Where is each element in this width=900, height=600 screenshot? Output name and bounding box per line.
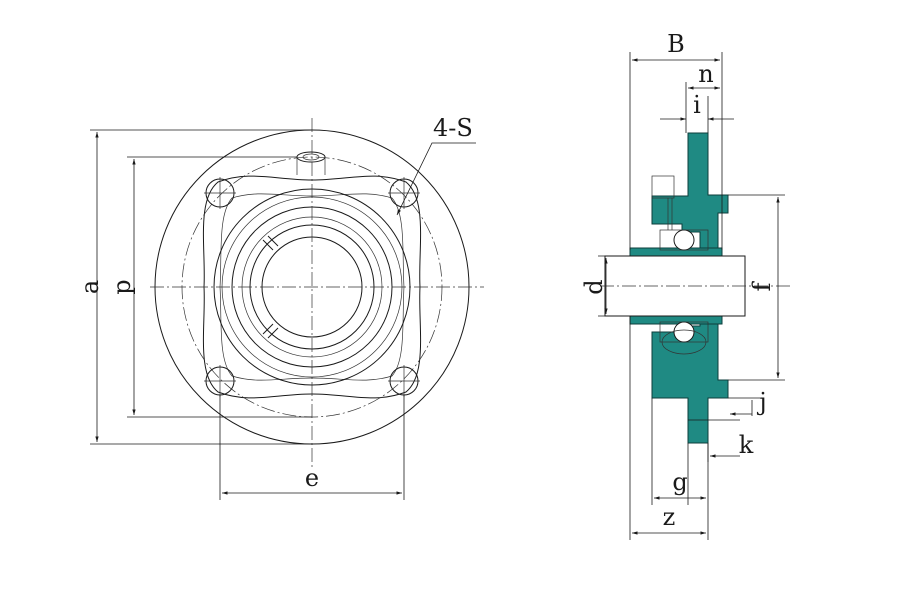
bearing-ball-lower [673,321,695,343]
bearing-cage-upper [659,229,709,251]
label-4-S: 4-S [433,114,473,142]
set-screw-mark [262,323,274,335]
seal-outline [661,329,707,355]
front-view: a p e 4-S [76,114,484,500]
label-p: p [108,279,136,294]
bearing-ball-upper [673,229,695,251]
set-screw-mark [262,239,274,251]
housing-inner-profile [219,193,405,381]
label-k: k [739,431,754,459]
label-j: j [756,388,766,416]
label-B: B [667,30,685,58]
label-g: g [672,468,687,496]
housing-profile [202,175,422,399]
grease-nipple-inner [302,153,320,161]
set-screw-mark [267,327,279,339]
housing-section-upper [651,132,729,249]
label-a: a [76,280,104,294]
holes-leader [396,142,476,216]
label-z: z [663,503,676,531]
side-section-view: B n i d f j k g [580,30,790,540]
set-screw-mark [267,235,279,247]
label-f: f [748,280,776,291]
label-n: n [698,60,713,88]
label-d: d [580,279,608,294]
bearing-cage-lower [659,321,709,343]
label-e: e [305,464,319,492]
bolt-holes [204,177,420,397]
collar-outline [651,175,675,199]
label-i: i [693,91,701,119]
